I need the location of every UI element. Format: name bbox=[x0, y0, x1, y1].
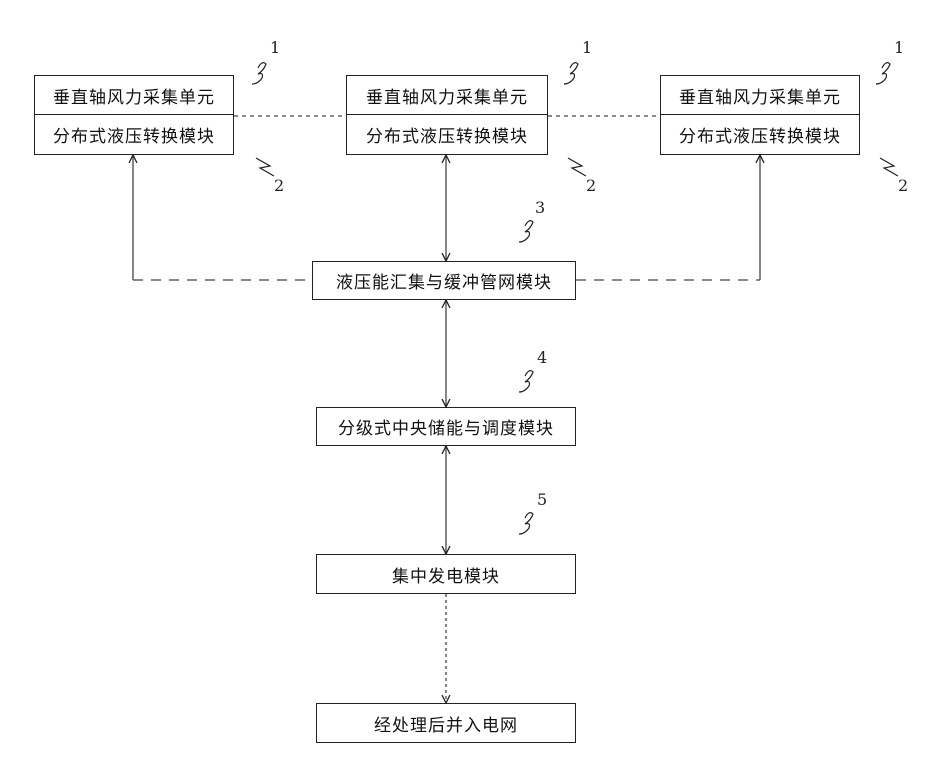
ref-number: 2 bbox=[586, 176, 596, 195]
grid-label: 经处理后并入电网 bbox=[374, 711, 518, 736]
wind-collection-label: 垂直轴风力采集单元 bbox=[661, 76, 859, 115]
wind-unit-1: 垂直轴风力采集单元 分布式液压转换模块 bbox=[34, 75, 234, 155]
grid-box: 经处理后并入电网 bbox=[316, 703, 576, 743]
hydraulic-conversion-label: 分布式液压转换模块 bbox=[347, 115, 547, 154]
ref-number: 3 bbox=[535, 198, 545, 217]
generation-label: 集中发电模块 bbox=[392, 562, 500, 587]
hydraulic-conversion-label: 分布式液压转换模块 bbox=[35, 115, 233, 154]
hydraulic-hub-box: 液压能汇集与缓冲管网模块 bbox=[312, 261, 576, 300]
generation-box: 集中发电模块 bbox=[316, 554, 576, 594]
leader-unit-3-bottom bbox=[880, 158, 898, 176]
leader-unit-1-top bbox=[252, 63, 266, 84]
leader-generation bbox=[519, 513, 533, 534]
hydraulic-conversion-label: 分布式液压转换模块 bbox=[661, 115, 859, 154]
ref-number: 2 bbox=[274, 176, 284, 195]
ref-number: 1 bbox=[582, 38, 592, 57]
ref-number: 4 bbox=[537, 348, 547, 367]
central-storage-label: 分级式中央储能与调度模块 bbox=[338, 414, 554, 439]
ref-number: 2 bbox=[898, 176, 908, 195]
wind-collection-label: 垂直轴风力采集单元 bbox=[347, 76, 547, 115]
leader-storage bbox=[519, 371, 533, 392]
ref-number: 5 bbox=[537, 490, 547, 509]
leader-hub bbox=[519, 221, 533, 242]
leader-unit-2-bottom bbox=[568, 158, 586, 176]
hydraulic-hub-label: 液压能汇集与缓冲管网模块 bbox=[336, 268, 552, 293]
leader-unit-3-top bbox=[876, 63, 890, 84]
leader-unit-1-bottom bbox=[256, 158, 274, 176]
central-storage-box: 分级式中央储能与调度模块 bbox=[316, 407, 576, 446]
leader-unit-2-top bbox=[564, 63, 578, 84]
ref-number: 1 bbox=[270, 38, 280, 57]
wind-collection-label: 垂直轴风力采集单元 bbox=[35, 76, 233, 115]
wind-unit-3: 垂直轴风力采集单元 分布式液压转换模块 bbox=[660, 75, 860, 155]
wind-unit-2: 垂直轴风力采集单元 分布式液压转换模块 bbox=[346, 75, 548, 155]
ref-number: 1 bbox=[894, 38, 904, 57]
